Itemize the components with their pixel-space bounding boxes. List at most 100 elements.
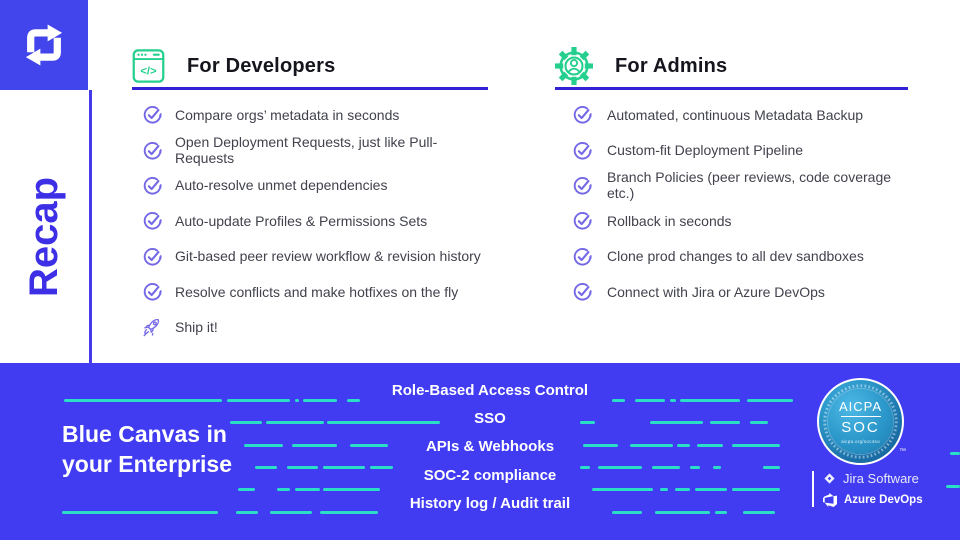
jira-icon [823,472,836,485]
list-item: Clone prod changes to all dev sandboxes [555,239,908,274]
badge-url: aicpa.org/soc4so [841,439,880,445]
admins-list: Automated, continuous Metadata Backup Cu… [555,97,908,309]
badge-divider [840,415,881,418]
dash-decoration [743,511,775,514]
dash-decoration [64,399,222,402]
dash-decoration [950,452,960,455]
dash-decoration [660,488,668,491]
dash-decoration [227,399,290,402]
dash-decoration [710,421,740,424]
list-item: Connect with Jira or Azure DevOps [555,274,908,309]
svg-text:</>: </> [140,66,157,78]
dash-decoration [750,421,768,424]
check-circle-icon [572,210,593,231]
list-item: Compare orgs’ metadata in seconds [132,97,488,132]
dash-decoration [650,421,703,424]
developers-title: For Developers [187,54,336,77]
integrations-list: Jira Software Azure DevOps [812,471,923,507]
dash-decoration [295,399,299,402]
dash-decoration [677,444,690,447]
azure-devops-icon [823,493,837,507]
list-item: Auto-resolve unmet dependencies [132,168,488,203]
list-item: Ship it! [132,309,488,344]
dash-decoration [62,511,218,514]
vertical-divider [89,90,92,363]
repeat-icon [25,24,63,66]
dash-decoration [675,488,690,491]
dash-decoration [580,466,590,469]
dash-decoration [598,466,642,469]
admins-section: For Admins Automated, continuous Metadat… [555,45,908,309]
dash-decoration [713,466,721,469]
developers-section: </> For Developers Compare orgs’ metadat… [132,45,488,345]
dash-decoration [244,444,283,447]
admins-title: For Admins [615,54,728,77]
dash-decoration [320,511,378,514]
dash-decoration [580,421,595,424]
code-window-icon: </> [132,46,165,86]
dash-decoration [255,466,277,469]
dash-decoration [612,511,642,514]
dash-decoration [630,444,673,447]
dash-decoration [287,466,318,469]
check-circle-icon [142,246,163,267]
dash-decoration [715,511,727,514]
dash-decoration [697,444,723,447]
feature-item: Role-Based Access Control [391,381,589,399]
badge-seal: SOC [841,419,880,437]
banner: Blue Canvas in your Enterprise Role-Base… [0,363,960,540]
dash-decoration [690,466,700,469]
developers-header: </> For Developers [132,45,488,90]
banner-title: Blue Canvas in your Enterprise [62,419,232,479]
dash-decoration [347,399,360,402]
badge-trademark: ™ [899,448,906,455]
check-circle-icon [572,281,593,302]
admins-header: For Admins [555,45,908,90]
check-circle-icon [572,140,593,161]
dash-decoration [635,399,665,402]
feature-item: SSO [474,409,506,427]
dash-decoration [370,466,393,469]
list-item: Automated, continuous Metadata Backup [555,97,908,132]
dash-decoration [732,444,780,447]
check-circle-icon [142,281,163,302]
feature-item: APIs & Webhooks [425,438,555,456]
feature-item: SOC-2 compliance [423,466,557,484]
dash-decoration [592,488,653,491]
list-item: Resolve conflicts and make hotfixes on t… [132,274,488,309]
dash-decoration [732,488,780,491]
banner-title-line1: Blue Canvas in [62,421,227,447]
check-circle-icon [572,246,593,267]
dash-decoration [303,399,337,402]
dash-decoration [277,488,290,491]
check-circle-icon [142,140,163,161]
list-item: Git-based peer review workflow & revisio… [132,239,488,274]
list-item: Rollback in seconds [555,203,908,238]
dash-decoration [292,444,337,447]
brand-logo [0,0,88,90]
dash-decoration [695,488,727,491]
list-item: Branch Policies (peer reviews, code cove… [555,168,908,203]
dash-decoration [350,444,388,447]
dash-decoration [230,421,262,424]
developers-list: Compare orgs’ metadata in seconds Open D… [132,97,488,345]
list-item: Auto-update Profiles & Permissions Sets [132,203,488,238]
integration-item: Azure DevOps [823,493,923,507]
check-circle-icon [572,175,593,196]
check-circle-icon [142,210,163,231]
check-circle-icon [142,175,163,196]
aicpa-soc-badge: AICPA SOC aicpa.org/soc4so [817,378,904,465]
rocket-icon [142,317,163,338]
dash-decoration [323,488,380,491]
badge-inner: AICPA SOC aicpa.org/soc4so [828,389,893,454]
dash-decoration [583,444,618,447]
gear-user-icon [555,46,593,86]
recap-label: Recap [22,176,66,298]
dash-decoration [236,511,258,514]
list-item: Open Deployment Requests, just like Pull… [132,132,488,167]
banner-title-line2: your Enterprise [62,451,232,477]
dash-decoration [652,466,680,469]
dash-decoration [612,399,625,402]
check-circle-icon [572,104,593,125]
